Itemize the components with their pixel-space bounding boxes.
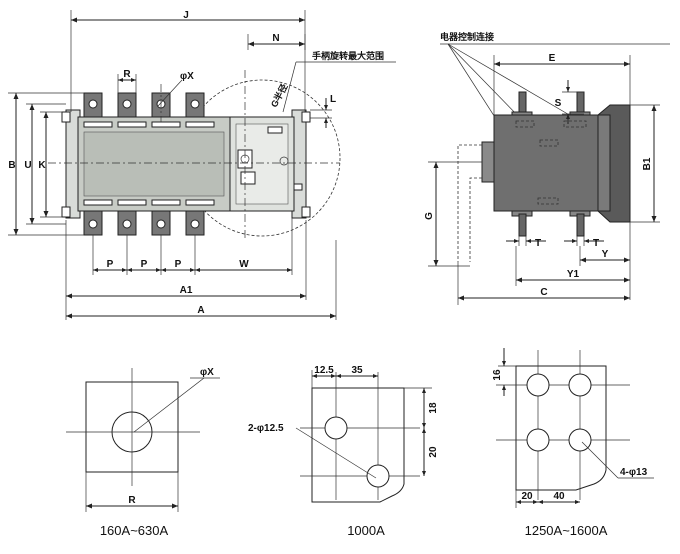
terminal-b-35: 35 — [351, 365, 363, 376]
dim-K: K — [38, 160, 46, 171]
terminal-1250-1600: 16 20 40 4-φ13 1250A~1600A — [492, 348, 654, 538]
terminal-1000: 2-φ12.5 12.5 35 18 20 1000A — [248, 365, 439, 538]
hole-upper — [324, 416, 348, 440]
bottom-terminals — [83, 199, 215, 236]
lock-slot — [240, 171, 256, 185]
dim-B: B — [8, 160, 15, 171]
mount-foot — [301, 206, 311, 218]
dim-A1: A1 — [180, 285, 193, 296]
hole-bl — [526, 428, 550, 452]
dim-phiX: φX — [180, 71, 194, 82]
electric-control-note: 电器控制连接 — [440, 31, 494, 42]
side-view: 电器控制连接 E S — [424, 31, 670, 305]
side-body — [493, 114, 599, 212]
terminal-b-12-5: 12.5 — [314, 365, 334, 376]
caption-1250-1600: 1250A~1600A — [525, 523, 608, 538]
dim-C: C — [540, 287, 547, 298]
terminal-b-hole: 2-φ12.5 — [248, 423, 284, 434]
mount-foot — [61, 206, 71, 218]
top-stud — [576, 91, 585, 115]
hole-lower — [366, 464, 390, 488]
dim-G: G — [424, 212, 435, 220]
hole-tr — [568, 373, 592, 397]
mount-foot — [301, 111, 311, 123]
dim-P2: P — [141, 259, 148, 270]
bottom-stud — [518, 213, 527, 237]
terminal-c-16: 16 — [492, 369, 503, 381]
terminal-c-40: 40 — [553, 491, 565, 502]
caption-160-630: 160A~630A — [100, 523, 169, 538]
top-terminals — [83, 92, 215, 128]
dim-A: A — [197, 305, 204, 316]
dim-N: N — [272, 33, 279, 44]
terminal-c-hole: 4-φ13 — [620, 467, 648, 478]
top-stud — [518, 91, 527, 115]
dim-T1: T — [535, 238, 541, 249]
dim-E: E — [549, 53, 556, 64]
dim-R: R — [123, 69, 131, 80]
terminal-plate — [515, 365, 607, 491]
side-slot — [293, 183, 303, 191]
handle-outline — [457, 144, 482, 262]
window-slot — [267, 126, 283, 134]
dim-P3: P — [175, 259, 182, 270]
dim-T2: T — [593, 238, 599, 249]
dim-S: S — [555, 98, 562, 109]
terminal-b-18: 18 — [428, 402, 439, 414]
bottom-stud — [576, 213, 585, 237]
shaft — [481, 141, 495, 183]
terminal-c-20: 20 — [521, 491, 533, 502]
dim-L: L — [330, 94, 336, 105]
handle-rotation-circle — [183, 79, 341, 237]
indicator-icon — [279, 156, 289, 166]
front-view: J N 手柄旋转最大范围 G半径 R φX L B — [8, 10, 396, 320]
dim-P1: P — [107, 259, 114, 270]
dim-U: U — [24, 160, 31, 171]
terminal-a-R: R — [128, 495, 136, 506]
terminal-a-phiX: φX — [200, 367, 214, 378]
dim-W: W — [239, 259, 249, 270]
caption-1000: 1000A — [347, 523, 385, 538]
handle-range-note: 手柄旋转最大范围 — [312, 50, 384, 61]
terminal-b-20: 20 — [428, 446, 439, 458]
terminal-plate — [311, 387, 405, 503]
dim-Y: Y — [602, 249, 609, 260]
switch-body-center — [83, 131, 225, 197]
mount-foot — [61, 111, 71, 123]
dim-Y1: Y1 — [567, 269, 580, 280]
terminal-160-630: φX R 160A~630A — [66, 367, 220, 538]
hole-tl — [526, 373, 550, 397]
dim-B1: B1 — [642, 157, 653, 170]
dim-J: J — [183, 10, 189, 21]
g-radius-label: G半径 — [268, 82, 289, 109]
